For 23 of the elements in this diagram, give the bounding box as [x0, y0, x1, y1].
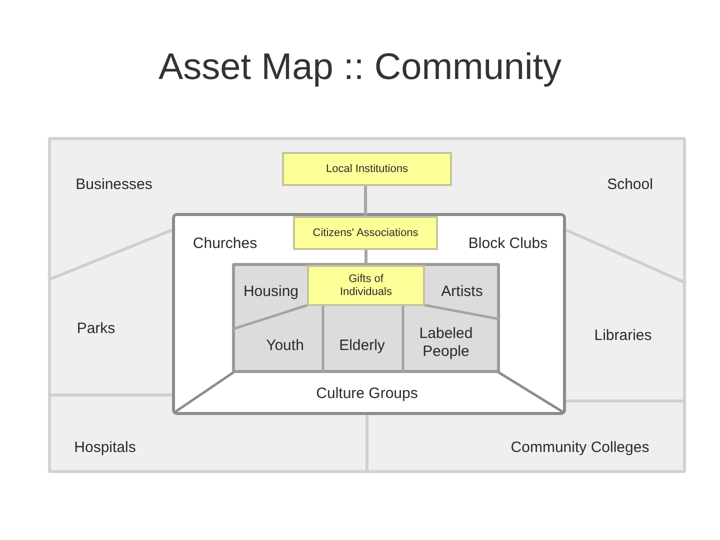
region-label: Youth — [266, 337, 304, 355]
region-label: Artists — [441, 283, 483, 301]
region-label: Businesses — [76, 176, 152, 194]
region-label: Labeled People — [419, 325, 473, 361]
region-label: Housing — [243, 283, 299, 301]
middle-panel — [172, 213, 566, 415]
title: Asset Map :: Community — [157, 45, 562, 89]
region-label: Churches — [192, 235, 258, 253]
region-label: Parks — [76, 320, 116, 338]
inner-panel — [232, 263, 500, 373]
category-box: Citizens' Associations — [293, 216, 438, 250]
category-box: Gifts of Individuals — [307, 265, 425, 306]
region-label: Block Clubs — [468, 235, 548, 253]
connector-line — [364, 186, 367, 216]
region-label: Hospitals — [74, 439, 136, 457]
connector-line — [364, 250, 368, 265]
region-label: Community Colleges — [510, 439, 650, 457]
category-box: Local Institutions — [282, 152, 452, 186]
outer-panel — [48, 137, 686, 473]
region-label: Culture Groups — [316, 385, 418, 403]
region-label: Elderly — [339, 337, 385, 355]
region-label: Libraries — [594, 327, 652, 345]
region-label: School — [607, 176, 653, 194]
